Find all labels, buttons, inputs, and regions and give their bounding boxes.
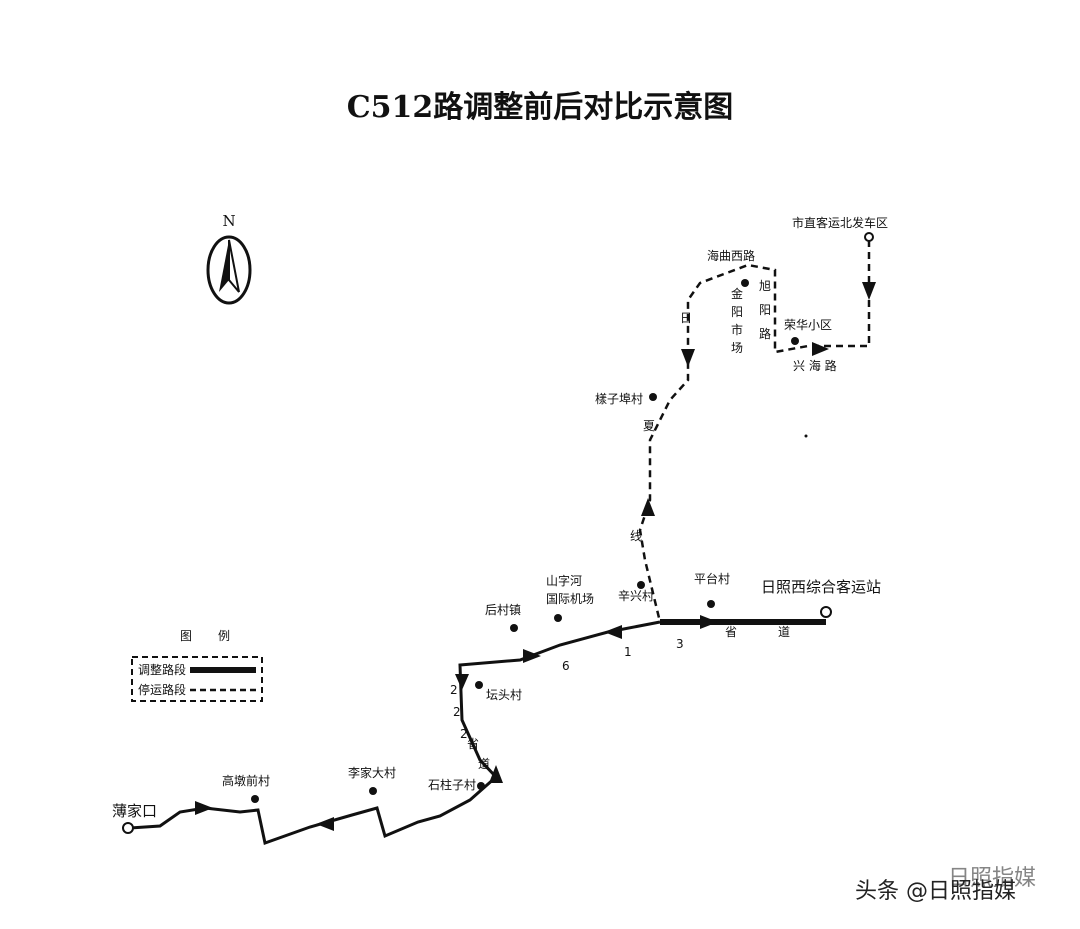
stray-dot xyxy=(804,434,808,438)
label-xuyang-2: 阳 xyxy=(759,303,771,317)
map-title: C512路调整前后对比示意图 xyxy=(347,90,734,125)
north-arrow-icon: N xyxy=(206,212,252,305)
suspended-route xyxy=(638,240,871,623)
road-char-ri: 日 xyxy=(680,311,692,325)
road-char-xian: 线 xyxy=(630,529,642,543)
road-char-dao-a: 道 xyxy=(778,625,790,639)
label-tantou: 坛头村 xyxy=(486,688,522,702)
adjusted-route xyxy=(129,619,826,845)
label-pingtai: 平台村 xyxy=(694,571,730,586)
road-char-dao-b: 道 xyxy=(478,757,490,771)
label-airport-1: 山字河 xyxy=(546,573,582,588)
label-xuyang-1: 旭 xyxy=(759,279,771,293)
legend-header-2: 例 xyxy=(218,629,230,643)
road-char-xia: 夏 xyxy=(643,419,655,433)
terminal-shizhi-icon xyxy=(864,232,874,242)
watermark-faded: 日照指媒 xyxy=(948,866,1036,891)
label-xuyang-3: 路 xyxy=(759,326,771,341)
label-jinyang-4: 场 xyxy=(731,341,743,355)
label-bojiakou: 薄家口 xyxy=(112,802,157,820)
route-num-2c: 2 xyxy=(460,727,468,741)
terminal-rizhao-west-icon xyxy=(820,606,832,618)
adjusted-route-arrows xyxy=(195,615,718,831)
watermark-brand: 头条 @日照指媒 xyxy=(855,879,1016,904)
terminal-bojiakou-icon xyxy=(122,822,134,834)
label-jinyang-3: 市 xyxy=(731,322,743,337)
road-char-sheng-a: 省 xyxy=(725,625,737,639)
route-num-6: 6 xyxy=(562,659,570,673)
label-haiqu: 海曲西路 xyxy=(707,248,755,263)
route-num-3: 3 xyxy=(676,637,684,651)
label-airport-2: 国际机场 xyxy=(546,592,594,606)
watermark: 日照指媒 头条 @日照指媒 xyxy=(855,866,1036,904)
label-xinghai: 兴 海 路 xyxy=(793,358,837,373)
label-ronghua: 荣华小区 xyxy=(784,318,832,332)
label-shizhuzi: 石柱子村 xyxy=(428,777,476,792)
label-xinxing: 辛兴村 xyxy=(618,589,654,603)
route-num-2a: 2 xyxy=(450,683,458,697)
north-label: N xyxy=(222,212,235,230)
legend-adjusted-label: 调整路段 xyxy=(138,662,186,677)
stop-dots xyxy=(251,279,799,803)
route-num-1: 1 xyxy=(624,645,632,659)
label-houcun: 后村镇 xyxy=(485,603,521,617)
label-shizhi: 市直客运北发车区 xyxy=(792,215,888,230)
label-jinyang-1: 金 xyxy=(731,286,743,301)
route-num-2b: 2 xyxy=(453,705,461,719)
label-lijia: 李家大村 xyxy=(348,765,396,780)
label-gaodun: 高墩前村 xyxy=(222,773,270,788)
label-zhuzi: 樣子埠村 xyxy=(595,391,643,406)
road-char-sheng-b: 省 xyxy=(467,737,479,751)
legend-suspended-label: 停运路段 xyxy=(138,682,186,697)
legend: 图 例 调整路段 停运路段 xyxy=(131,629,263,702)
suspended-route-arrows xyxy=(641,282,876,516)
label-rizhao-west: 日照西综合客运站 xyxy=(761,578,881,596)
label-jinyang-2: 阳 xyxy=(731,305,743,319)
legend-header-1: 图 xyxy=(180,629,192,643)
